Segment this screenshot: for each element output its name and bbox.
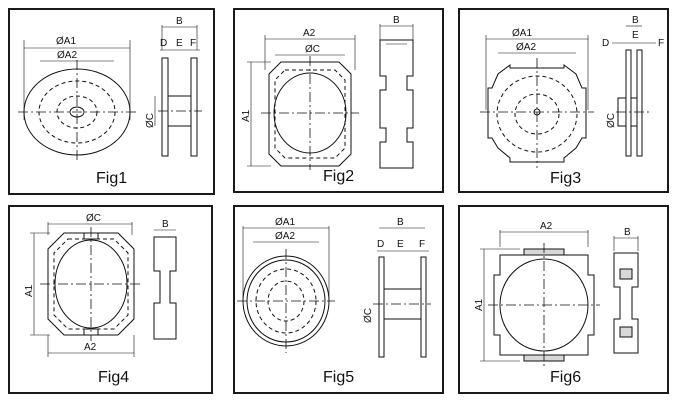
- fig3-caption: Fig3: [550, 170, 582, 187]
- fig1-label-d: D: [160, 38, 167, 49]
- fig5-label-a2: ØA2: [275, 231, 295, 242]
- fig1-label-a1: ØA1: [56, 36, 76, 47]
- fig1-label-f: F: [190, 38, 196, 49]
- figure-5-drawing: ØA1 ØA2 B D E F ØC: [237, 217, 431, 358]
- fig4-label-b: B: [162, 219, 169, 230]
- fig5-label-e: E: [397, 239, 404, 250]
- figure-3-drawing: ØA1 ØA2 B D E F ØC: [480, 15, 664, 168]
- fig1-label-e: E: [176, 38, 183, 49]
- fig5-caption: Fig5: [323, 369, 355, 386]
- fig5-label-d: D: [377, 239, 384, 250]
- fig1-label-b: B: [176, 16, 183, 27]
- fig3-label-b: B: [632, 15, 639, 26]
- fig2-caption: Fig2: [323, 168, 355, 185]
- fig2-label-c: ØC: [305, 44, 320, 55]
- fig5-label-b: B: [397, 217, 404, 228]
- fig2-label-a2: A2: [303, 28, 316, 39]
- figure-5-panel: ØA1 ØA2 B D E F ØC Fig5: [233, 205, 444, 394]
- figure-2-drawing: A2 ØC A1 B: [241, 15, 414, 170]
- fig3-label-a2: ØA2: [516, 42, 536, 53]
- fig6-label-b: B: [624, 227, 631, 238]
- fig3-label-d: D: [602, 38, 609, 49]
- fig2-label-a1: A1: [241, 109, 252, 122]
- fig1-caption: Fig1: [96, 170, 128, 187]
- fig2-label-b: B: [393, 15, 400, 26]
- fig6-caption: Fig6: [550, 369, 582, 386]
- fig3-label-c: ØC: [606, 113, 617, 128]
- fig4-label-a1: A1: [24, 284, 35, 297]
- fig5-label-f: F: [419, 239, 425, 250]
- figure-6-drawing: A2 A1 B: [474, 221, 639, 367]
- fig6-label-a2: A2: [540, 221, 553, 232]
- figure-4-panel: ØC A1 A2 B Fig4: [8, 205, 213, 394]
- figure-1-drawing: ØA1 ØA2 B D E F ØC: [18, 16, 202, 160]
- fig5-label-a1: ØA1: [275, 217, 295, 228]
- fig4-label-a2: A2: [84, 342, 97, 353]
- fig1-label-c: ØC: [145, 113, 156, 128]
- fig4-label-c: ØC: [86, 213, 101, 224]
- fig1-label-a2: ØA2: [57, 50, 77, 61]
- figure-3-panel: ØA1 ØA2 B D E F ØC Fig3: [458, 8, 669, 193]
- figure-1-panel: ØA1 ØA2 B D E F ØC Fig1: [8, 8, 215, 195]
- figure-4-drawing: ØC A1 A2 B: [24, 213, 177, 357]
- fig4-caption: Fig4: [98, 369, 130, 386]
- fig6-label-a1: A1: [474, 298, 485, 311]
- fig3-label-f: F: [658, 38, 664, 49]
- fig3-label-a1: ØA1: [512, 28, 532, 39]
- fig3-label-e: E: [632, 30, 639, 41]
- figure-6-panel: A2 A1 B Fig6: [458, 205, 669, 394]
- fig5-label-c: ØC: [363, 308, 374, 323]
- figure-2-panel: A2 ØC A1 B Fig2: [233, 8, 444, 193]
